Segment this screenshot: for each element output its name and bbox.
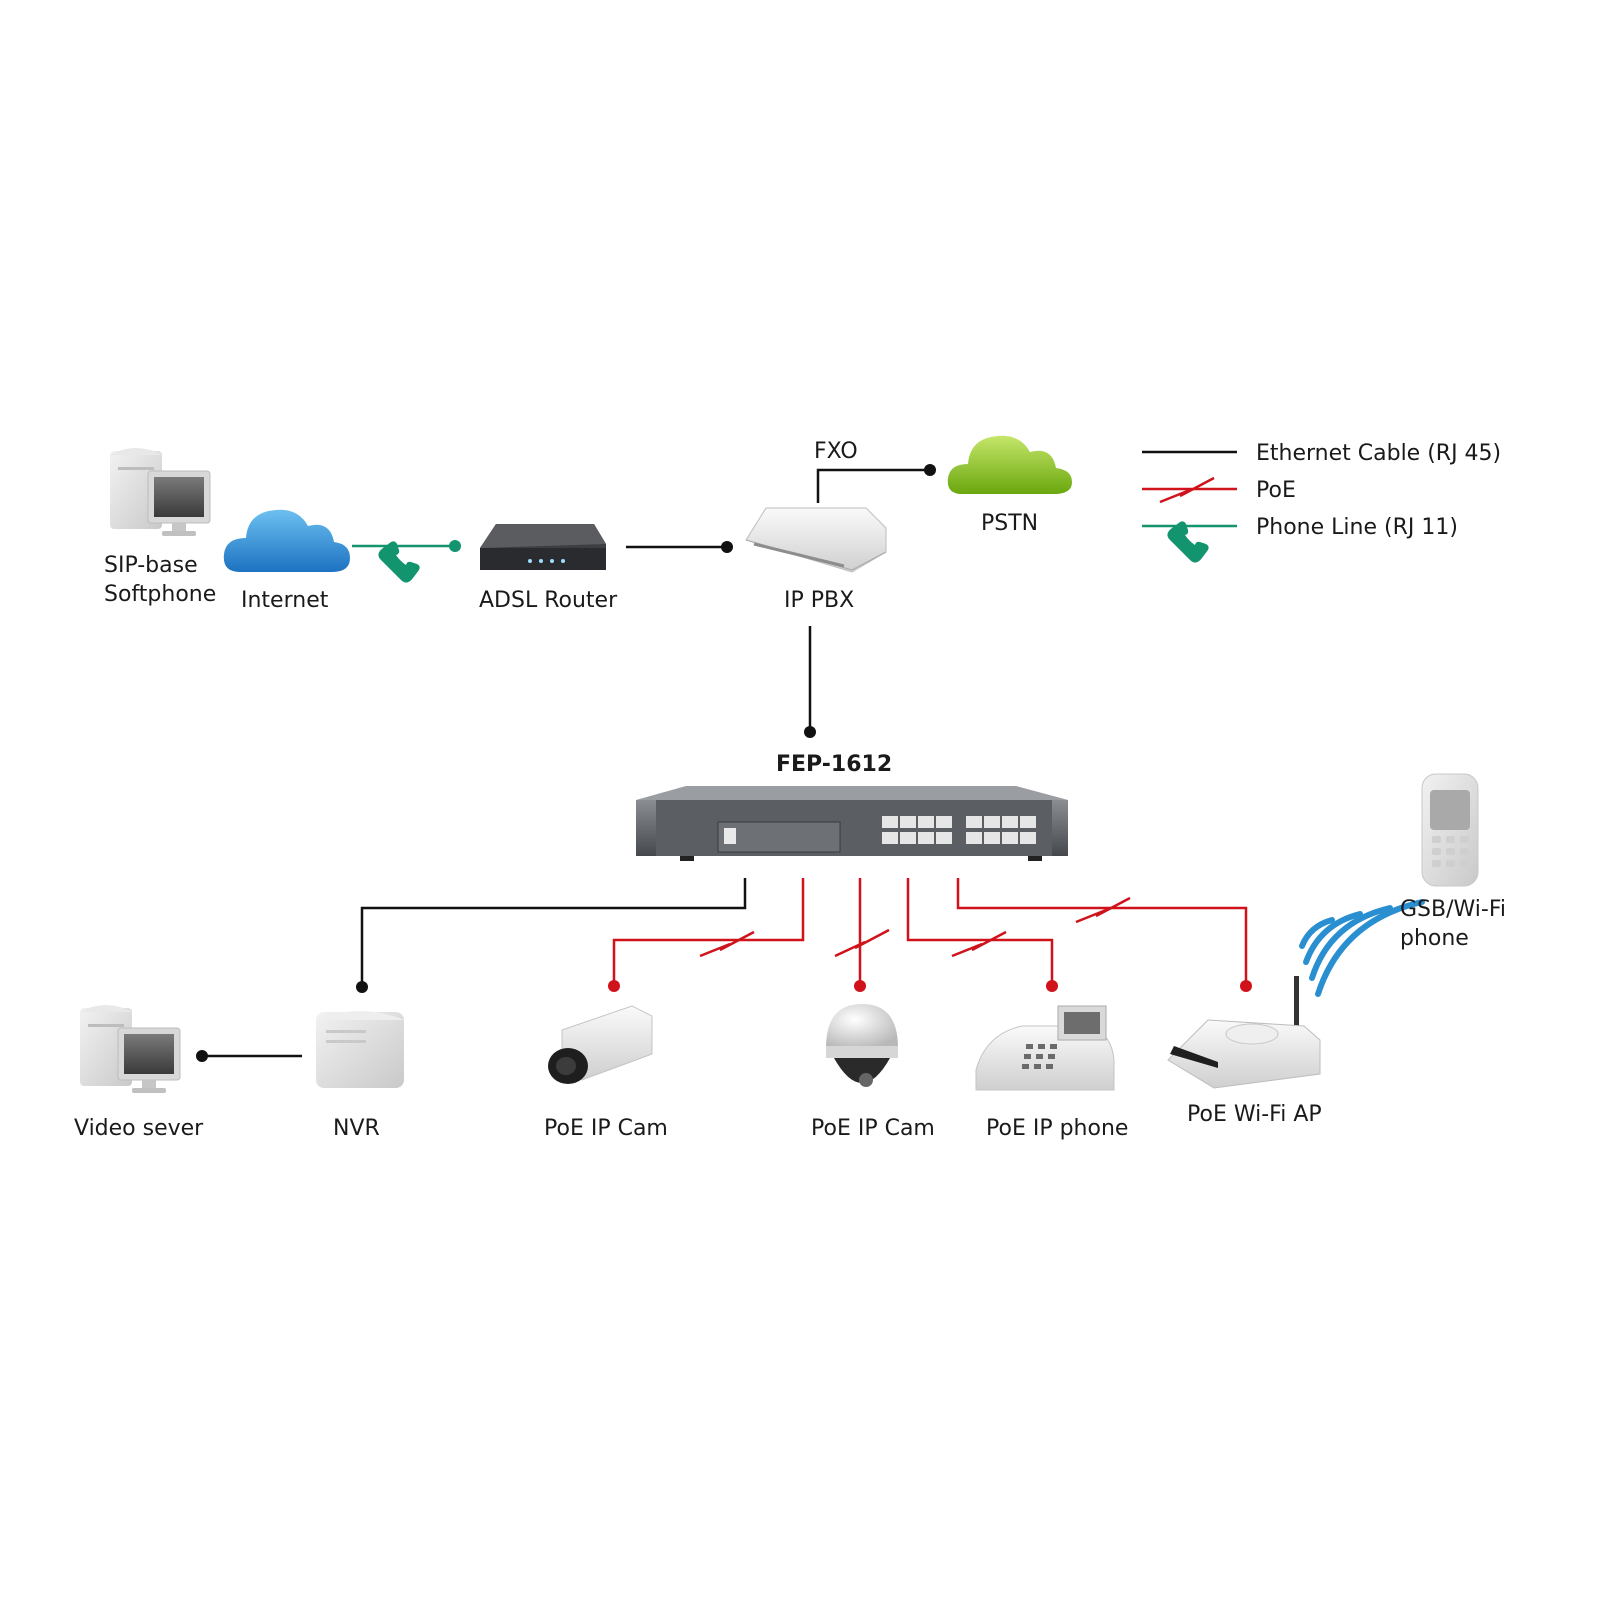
box-camera-icon (548, 1005, 653, 1084)
ap-label: PoE Wi-Fi AP (1187, 1102, 1322, 1127)
desktop-computer-icon (110, 448, 211, 536)
box-cam-label: PoE IP Cam (544, 1116, 668, 1141)
adsl-router-label: ADSL Router (479, 588, 618, 613)
legend-poe-label: PoE (1256, 478, 1296, 503)
legend-ethernet-label: Ethernet Cable (RJ 45) (1256, 441, 1501, 466)
ip-phone-icon (975, 1005, 1115, 1091)
poe-switch-domecam (834, 878, 890, 992)
fxo-label: FXO (814, 439, 858, 464)
legend-phone-line: Phone Line (RJ 11) (1142, 515, 1458, 563)
ethernet-switch-nvr (356, 878, 747, 993)
adsl-router-icon (480, 524, 606, 570)
nvr-icon (316, 1011, 404, 1088)
legend-ethernet: Ethernet Cable (RJ 45) (1142, 441, 1501, 466)
switch-label: FEP-1612 (776, 752, 892, 777)
phone-line-internet-adsl (352, 540, 461, 583)
desktop-computer-icon (80, 1005, 181, 1093)
poe-switch-ipphone (906, 878, 1058, 992)
internet-label: Internet (241, 588, 329, 613)
ip-phone-label: PoE IP phone (986, 1116, 1128, 1141)
gsm-phone-label-1: GSB/Wi-Fi (1400, 897, 1506, 922)
video-server-label: Video sever (74, 1116, 204, 1141)
ethernet-pbx-pstn (816, 464, 936, 503)
pstn-label: PSTN (981, 511, 1038, 536)
ethernet-pbx-switch (804, 626, 816, 738)
dome-camera-icon (826, 1004, 898, 1087)
handset-icon (378, 541, 420, 583)
softphone-label-1: SIP-base (104, 553, 198, 578)
fxo-pbx-label: IP PBX (784, 588, 854, 613)
ethernet-adsl-pbx (626, 541, 733, 553)
gsm-phone-label-2: phone (1400, 926, 1469, 951)
legend: Ethernet Cable (RJ 45) PoE Phone Line (R… (1142, 441, 1501, 563)
port-group-2 (966, 816, 1036, 844)
port-group-1 (882, 816, 952, 844)
softphone-label-2: Softphone (104, 582, 216, 607)
poe-switch-boxcam (608, 878, 805, 992)
handset-icon (1167, 521, 1209, 563)
cloud-icon (223, 509, 350, 572)
legend-phone-line-label: Phone Line (RJ 11) (1256, 515, 1458, 540)
ethernet-videoserver-nvr (196, 1050, 302, 1062)
dome-cam-label: PoE IP Cam (811, 1116, 935, 1141)
pstn-cloud-icon (947, 435, 1072, 494)
network-switch-icon (636, 786, 1068, 861)
mobile-phone-icon (1421, 773, 1479, 887)
wifi-waves-icon (1299, 899, 1425, 997)
ip-pbx-icon (745, 507, 887, 573)
legend-poe: PoE (1142, 476, 1296, 504)
poe-bolt-icon (1159, 476, 1215, 504)
wifi-access-point-icon (1167, 976, 1321, 1089)
nvr-label: NVR (333, 1116, 380, 1141)
poe-switch-ap (956, 878, 1252, 992)
